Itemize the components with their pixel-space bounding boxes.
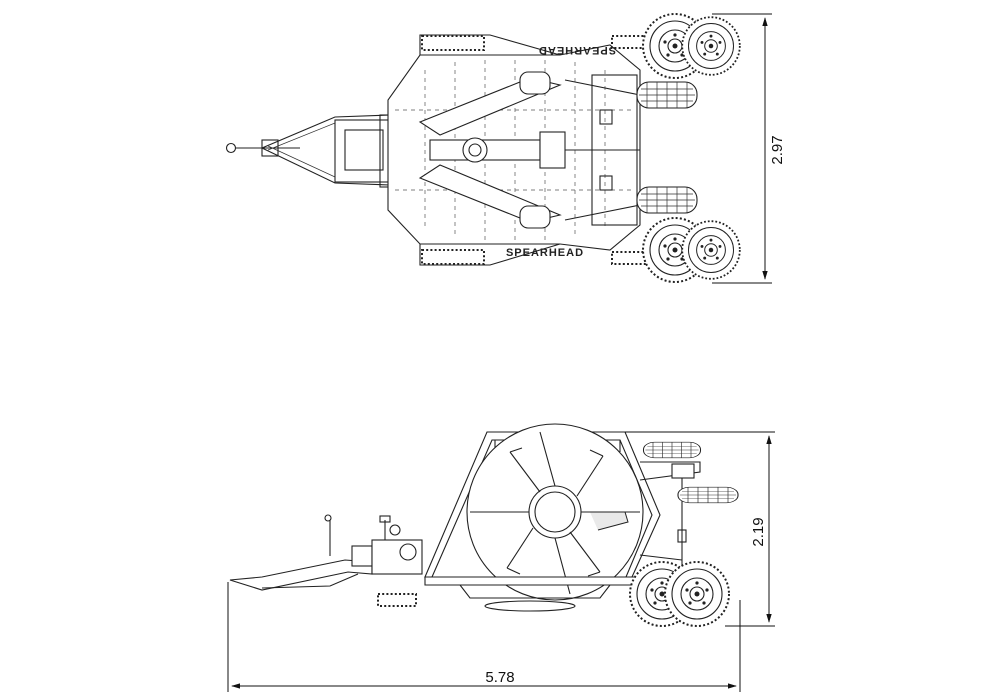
side-gearbox [371, 515, 423, 607]
side-axle-frame [639, 461, 701, 565]
width-dimension-value: 2.97 [769, 135, 786, 164]
wheel-top-lower-outer [681, 220, 741, 280]
width-dimension: 2.97 [712, 13, 786, 284]
wheel-side-outer [664, 561, 730, 627]
top-skid-pads [421, 35, 647, 265]
length-dimension-value: 5.78 [485, 669, 514, 686]
top-rear-tires [636, 13, 741, 283]
top-brand-label-lower: SPEARHEAD [506, 247, 584, 259]
wheel-top-upper-outer [681, 16, 741, 76]
top-view: SPEARHEAD SPEARHEAD 2.97 [225, 13, 786, 284]
top-deck [387, 34, 641, 266]
side-view: 2.19 5.78 [227, 423, 775, 692]
height-dimension: 2.19 [625, 431, 775, 627]
height-dimension-value: 2.19 [750, 517, 767, 546]
side-deck [424, 423, 661, 612]
length-dimension: 5.78 [227, 582, 741, 692]
top-brand-label-upper: SPEARHEAD [538, 44, 616, 56]
side-drawbar [229, 514, 373, 591]
